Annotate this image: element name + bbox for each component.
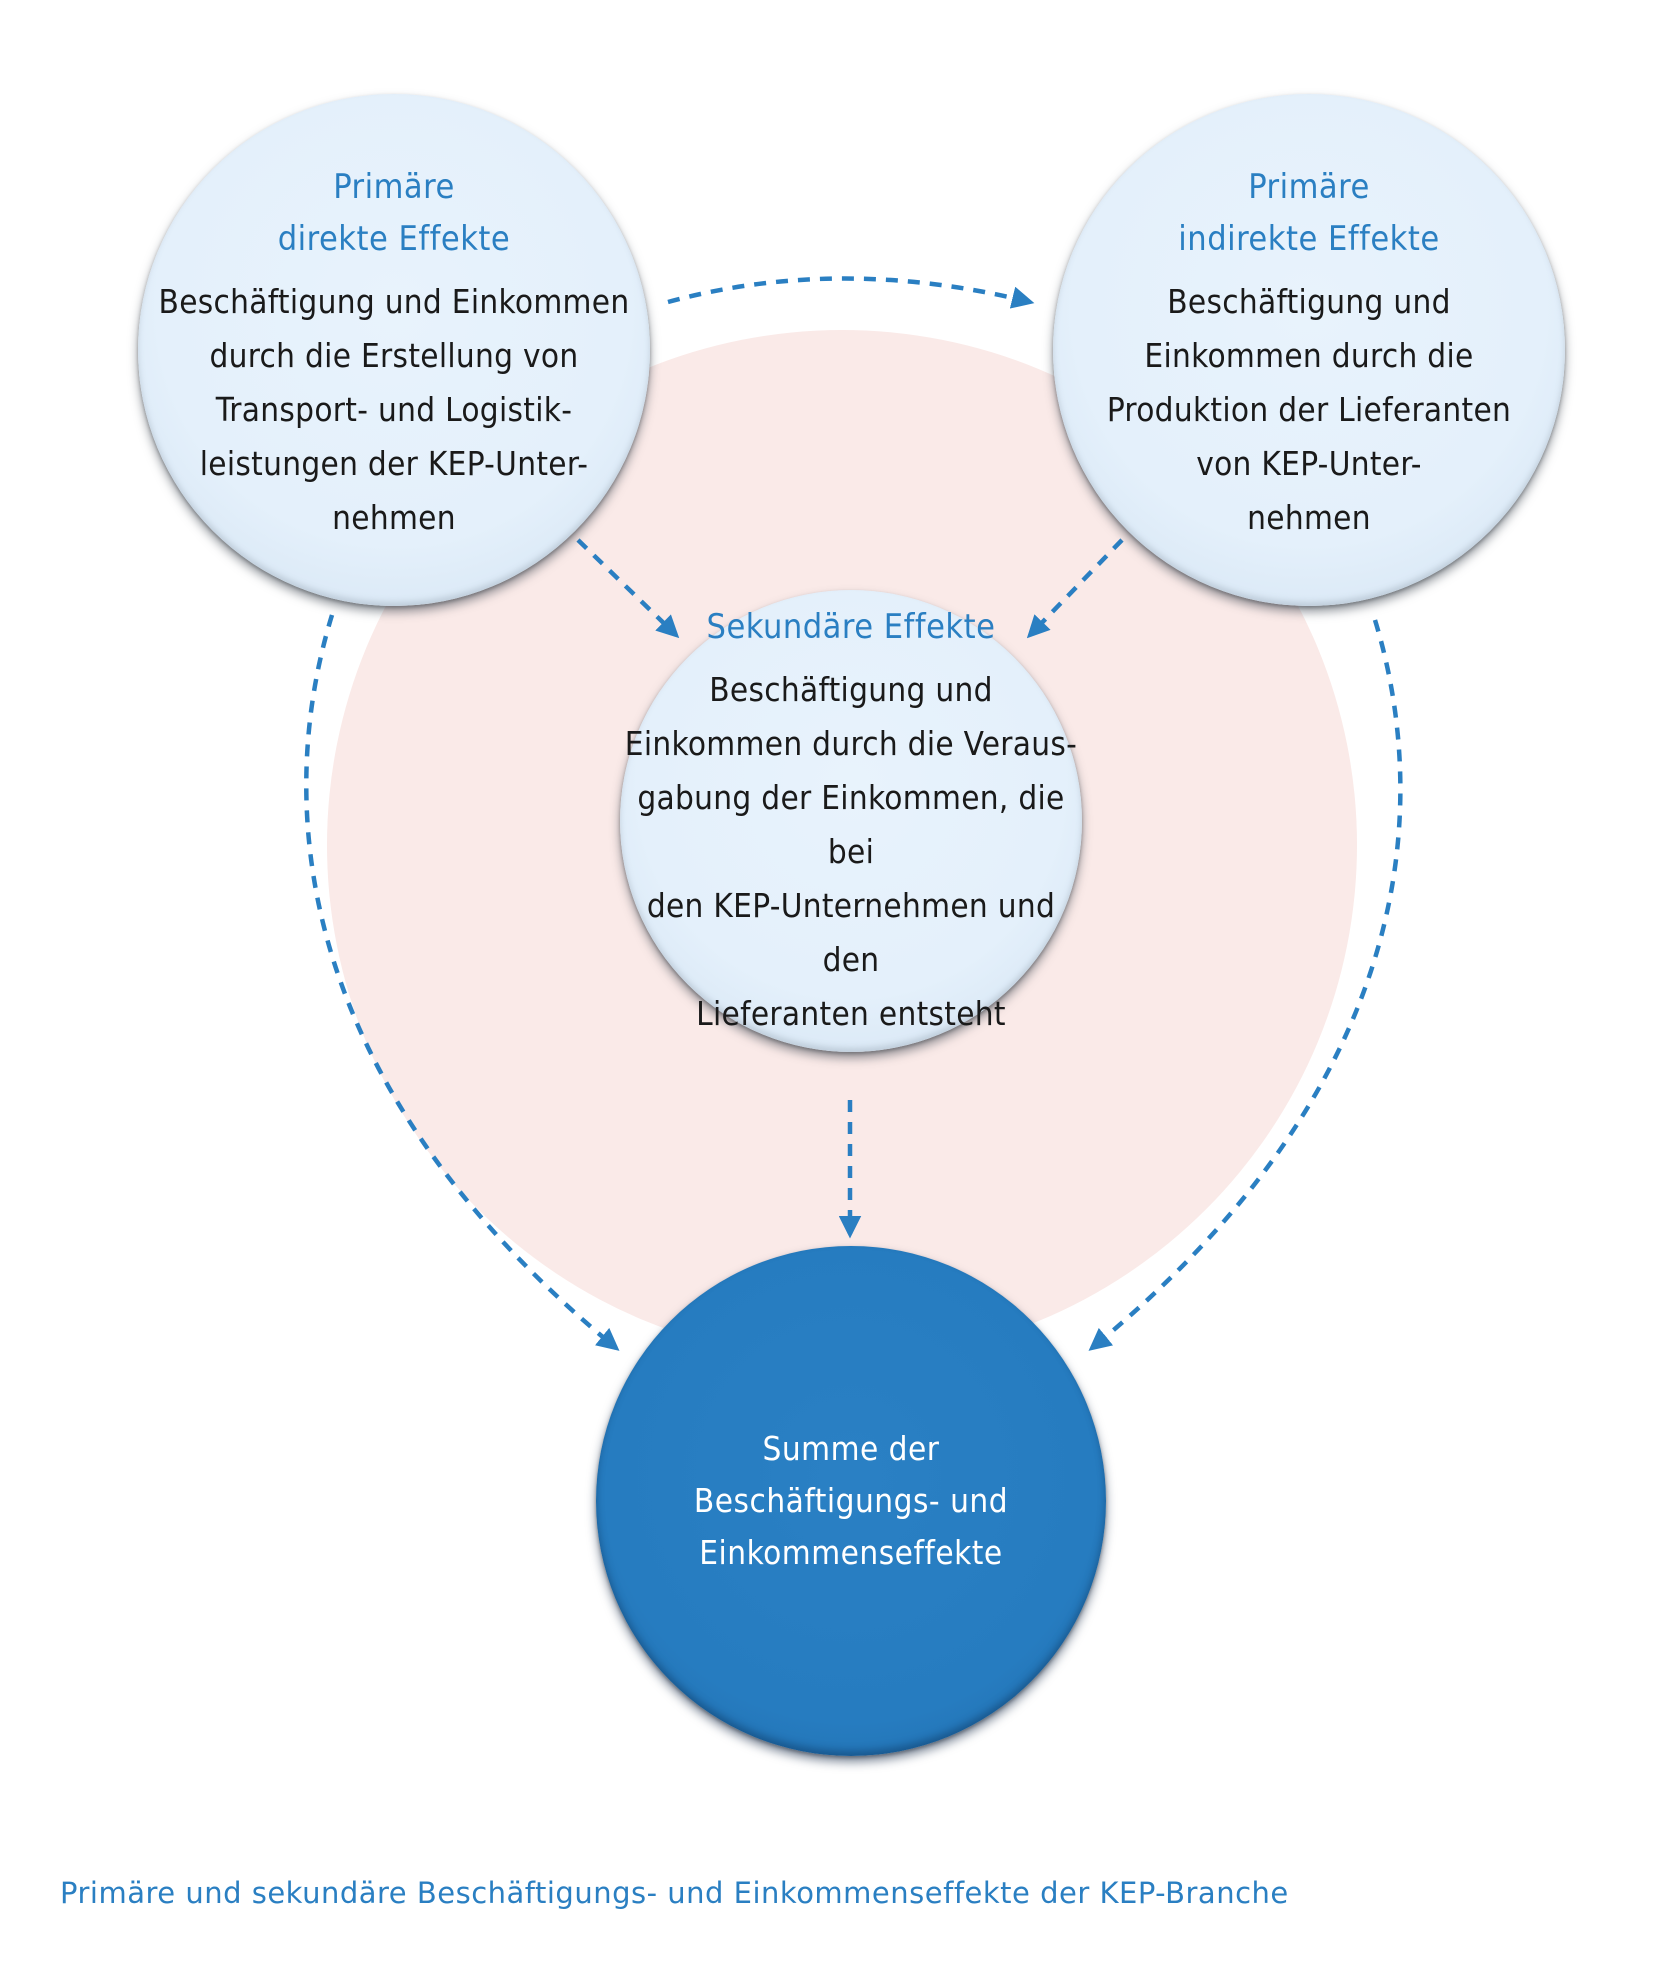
node-secondary-effects: Sekundäre Effekte Beschäftigung und Eink… xyxy=(620,590,1082,1052)
arrow-direct-to-indirect xyxy=(667,276,1035,309)
node-title: Primäre direkte Effekte xyxy=(277,167,511,259)
arrow-indirect-to-secondary xyxy=(1026,538,1124,639)
arrow-indirect-to-sum xyxy=(1088,619,1403,1351)
node-primary-direct-effects: Primäre direkte Effekte Beschäftigung un… xyxy=(138,94,650,606)
arrow-direct-to-sum xyxy=(304,614,620,1351)
node-title: Primäre indirekte Effekte xyxy=(1178,167,1440,259)
node-text: Beschäftigung und Einkommen durch die Ve… xyxy=(624,670,1078,1033)
figure-caption: Primäre und sekundäre Beschäftigungs- un… xyxy=(60,1876,1289,1910)
node-title: Sekundäre Effekte xyxy=(706,607,996,647)
node-primary-indirect-effects: Primäre indirekte Effekte Beschäftigung … xyxy=(1053,94,1565,606)
node-text: Summe der Beschäftigungs- und Einkommens… xyxy=(693,1429,1009,1572)
node-text: Beschäftigung und Einkommen durch die Er… xyxy=(158,282,630,537)
node-text: Beschäftigung und Einkommen durch die Pr… xyxy=(1106,282,1512,537)
node-sum-effects: Summe der Beschäftigungs- und Einkommens… xyxy=(596,1246,1106,1756)
arrow-direct-to-secondary xyxy=(576,538,680,639)
